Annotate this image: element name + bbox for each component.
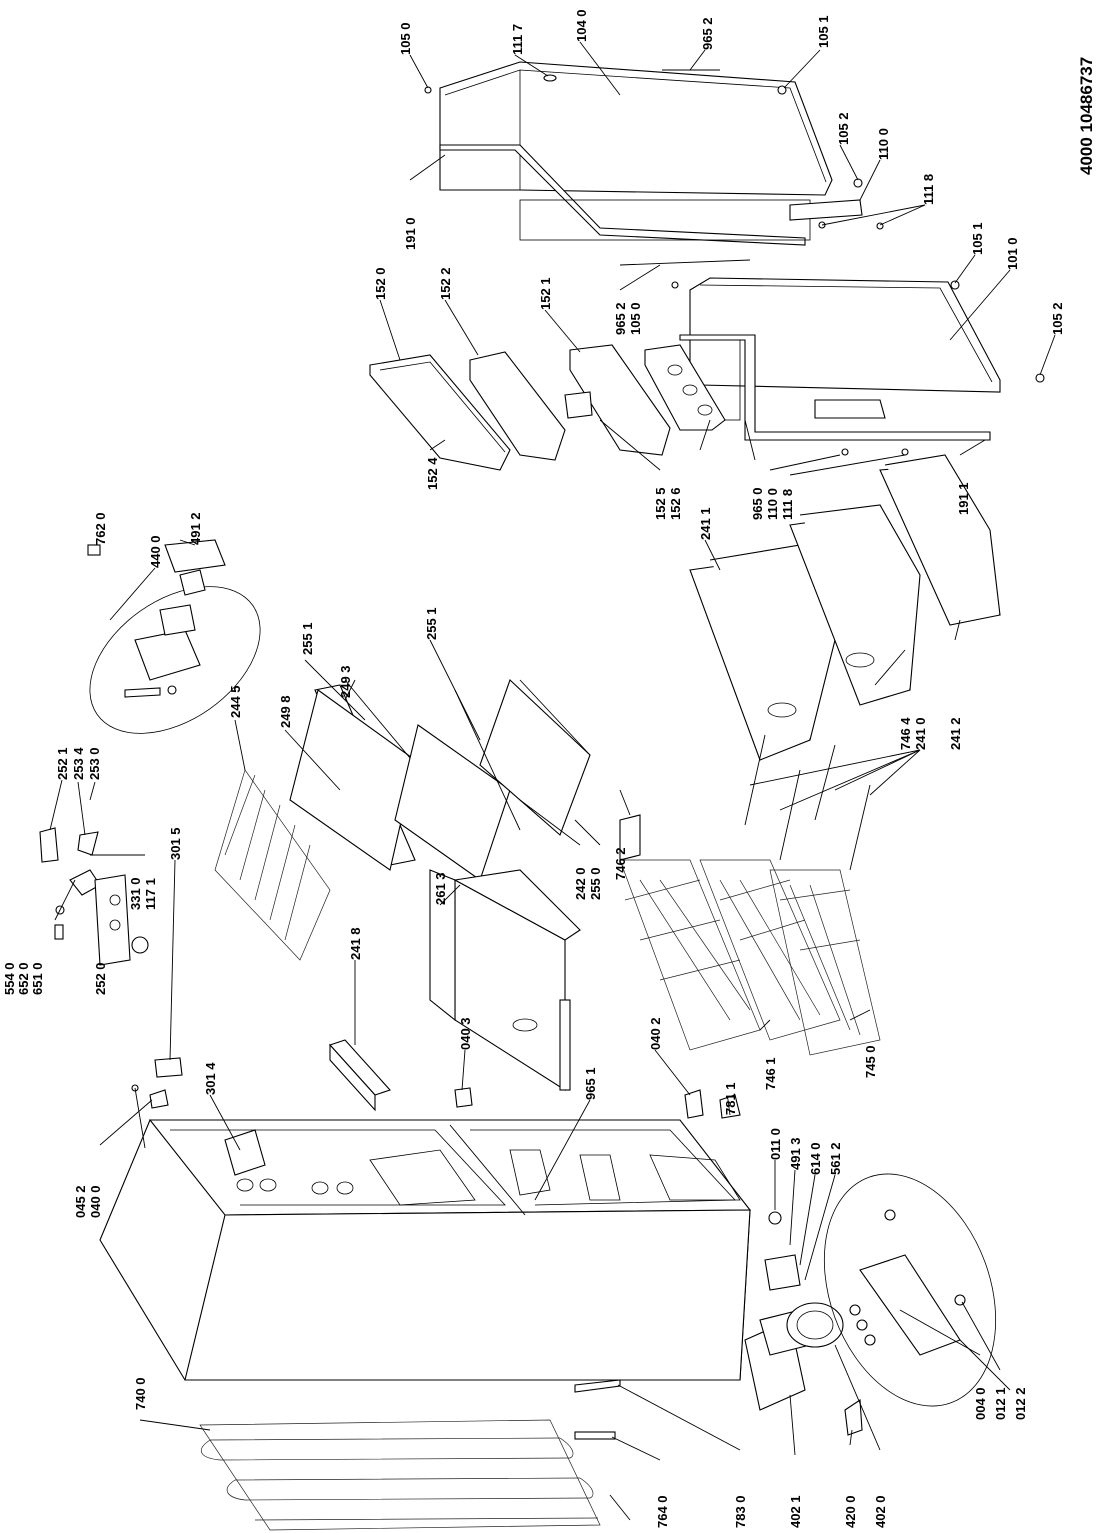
label-965-1: 965 1 xyxy=(583,1067,598,1100)
label-110-0-top: 110 0 xyxy=(876,128,891,160)
document-number: 4000 10486737 xyxy=(1077,57,1096,175)
thermostat-parts xyxy=(39,827,149,966)
base-plate-group xyxy=(823,1173,997,1407)
label-301-5: 301 5 xyxy=(168,827,183,860)
label-040-2: 040 2 xyxy=(648,1017,663,1050)
upper-door-assembly xyxy=(424,61,884,246)
label-012-1: 012 1 xyxy=(993,1387,1008,1420)
label-105-0-mid: 105 0 xyxy=(628,302,643,335)
label-783-0: 783 0 xyxy=(733,1495,748,1528)
label-255-0: 255 0 xyxy=(588,867,603,900)
label-244-5: 244 5 xyxy=(228,685,243,718)
label-105-0-top: 105 0 xyxy=(398,22,413,55)
label-241-1: 241 1 xyxy=(698,507,713,540)
label-249-8: 249 8 xyxy=(278,695,293,728)
label-561-2: 561 2 xyxy=(828,1142,843,1175)
cabinet xyxy=(99,1119,752,1381)
part-labels: 105 0 111 7 104 0 965 2 105 1 105 2 110 … xyxy=(2,9,1065,1528)
label-746-1: 746 1 xyxy=(763,1057,778,1090)
label-253-4: 253 4 xyxy=(71,747,86,780)
label-110-0-mid: 110 0 xyxy=(765,488,780,520)
crisper-drawer xyxy=(429,869,581,1092)
compressor-group xyxy=(744,1211,876,1436)
label-045-2: 045 2 xyxy=(73,1185,88,1218)
label-111-8-mid: 111 8 xyxy=(780,489,795,520)
label-241-0: 241 0 xyxy=(913,717,928,750)
label-255-1-b: 255 1 xyxy=(424,607,439,640)
label-965-0: 965 0 xyxy=(750,487,765,520)
label-152-5: 152 5 xyxy=(653,487,668,520)
label-764-0: 764 0 xyxy=(655,1495,670,1528)
label-241-8: 241 8 xyxy=(348,927,363,960)
label-152-6: 152 6 xyxy=(668,487,683,520)
label-965-2-mid: 965 2 xyxy=(613,302,628,335)
label-965-2-top: 965 2 xyxy=(700,17,715,50)
label-249-3: 249 3 xyxy=(338,665,353,698)
lower-door-assembly xyxy=(619,259,1045,456)
label-746-4: 746 4 xyxy=(898,717,913,750)
label-652-0: 652 0 xyxy=(16,962,31,995)
freezer-grids xyxy=(619,859,881,1056)
drawer-rails xyxy=(619,734,871,871)
label-004-0: 004 0 xyxy=(973,1387,988,1420)
label-101-0: 101 0 xyxy=(1005,237,1020,270)
label-012-2: 012 2 xyxy=(1013,1387,1028,1420)
label-152-4: 152 4 xyxy=(425,457,440,490)
label-491-2: 491 2 xyxy=(188,512,203,545)
label-491-3: 491 3 xyxy=(788,1137,803,1170)
label-440-0: 440 0 xyxy=(148,535,163,568)
label-255-1-a: 255 1 xyxy=(300,622,315,655)
label-331-0: 331 0 xyxy=(128,877,143,910)
label-040-0: 040 0 xyxy=(88,1185,103,1218)
door-bins xyxy=(369,344,726,471)
label-105-1-top: 105 1 xyxy=(816,15,831,48)
label-252-0: 252 0 xyxy=(93,962,108,995)
label-781-1: 781 1 xyxy=(723,1082,738,1115)
label-740-0: 740 0 xyxy=(133,1377,148,1410)
label-252-1: 252 1 xyxy=(55,747,70,780)
small-drawer xyxy=(329,1039,391,1112)
label-420-0: 420 0 xyxy=(843,1495,858,1528)
condenser xyxy=(199,1419,631,1531)
label-614-0: 614 0 xyxy=(808,1142,823,1175)
label-242-0: 242 0 xyxy=(573,867,588,900)
label-111-8-top: 111 8 xyxy=(921,174,936,205)
label-651-0: 651 0 xyxy=(30,962,45,995)
label-301-4: 301 4 xyxy=(203,1062,218,1095)
label-241-2: 241 2 xyxy=(948,717,963,750)
label-746-2: 746 2 xyxy=(613,847,628,880)
label-745-0: 745 0 xyxy=(863,1045,878,1078)
small-parts xyxy=(131,1057,741,1119)
label-253-0: 253 0 xyxy=(87,747,102,780)
label-011-0: 011 0 xyxy=(768,1128,783,1160)
label-105-1-mid: 105 1 xyxy=(970,222,985,255)
label-152-2: 152 2 xyxy=(438,267,453,300)
label-152-1: 152 1 xyxy=(538,277,553,310)
label-105-2-top: 105 2 xyxy=(836,112,851,145)
label-402-0: 402 0 xyxy=(873,1495,888,1528)
label-111-7: 111 7 xyxy=(510,24,525,55)
control-group-oval xyxy=(87,539,261,734)
label-402-1: 402 1 xyxy=(788,1495,803,1528)
leader-lines xyxy=(49,41,1056,1461)
label-117-1: 117 1 xyxy=(143,878,158,910)
label-152-0: 152 0 xyxy=(373,267,388,300)
label-554-0: 554 0 xyxy=(2,962,17,995)
label-040-3: 040 3 xyxy=(458,1017,473,1050)
label-191-0: 191 0 xyxy=(403,217,418,250)
freezer-drawers xyxy=(689,454,1001,761)
tubes xyxy=(574,1379,621,1440)
label-105-2-mid: 105 2 xyxy=(1050,302,1065,335)
label-762-0: 762 0 xyxy=(93,512,108,545)
glass-shelves xyxy=(289,679,591,881)
wire-shelf xyxy=(214,769,331,961)
label-191-1: 191 1 xyxy=(956,482,971,515)
label-104-0: 104 0 xyxy=(574,9,589,42)
label-261-3: 261 3 xyxy=(433,872,448,905)
